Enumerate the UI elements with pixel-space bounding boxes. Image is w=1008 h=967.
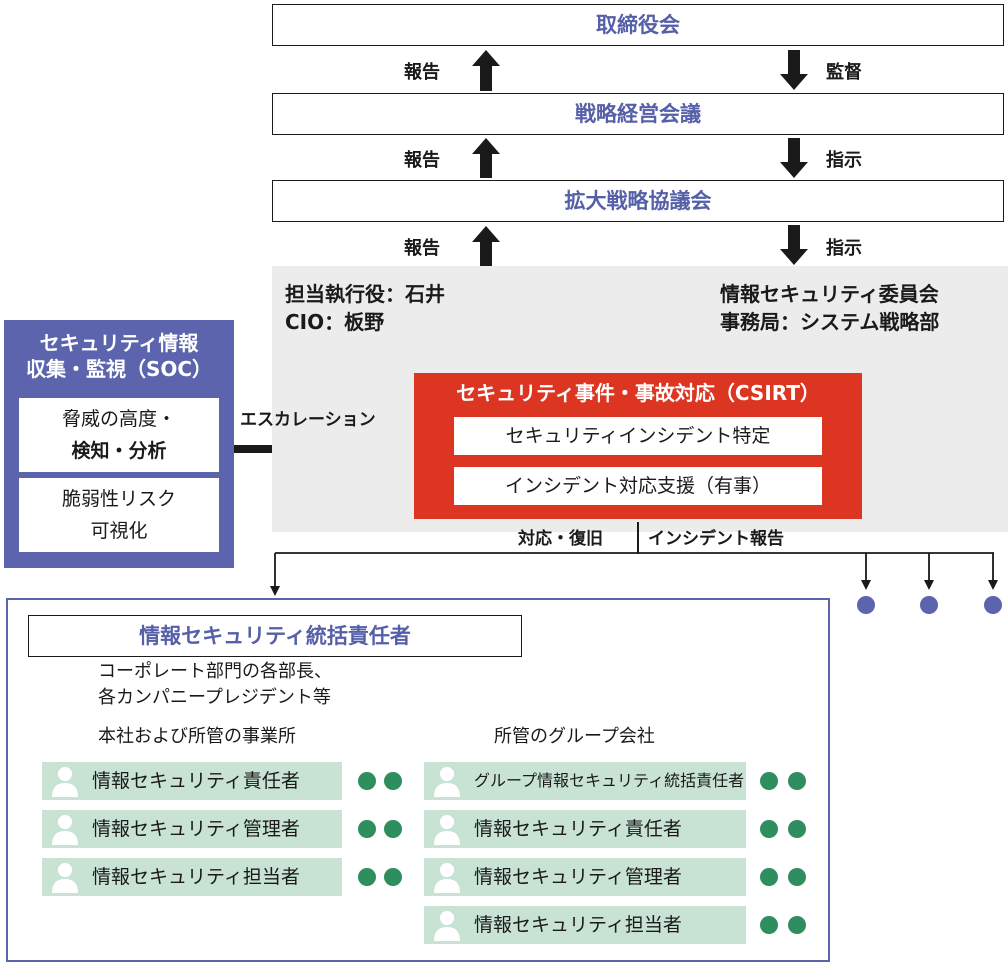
distribution-arrowheads [270, 580, 998, 596]
person-icon [434, 911, 460, 941]
csirt-incident-identification: セキュリティインシデント特定 [454, 417, 822, 455]
person-icon [434, 767, 460, 797]
chief-security-officer-box: 情報セキュリティ統括責任者 [28, 615, 522, 657]
hq-label: 本社および所管の事業所 [98, 726, 296, 747]
hq-role-security-administrator: 情報セキュリティ管理者 [42, 810, 342, 848]
up-arrow-1 [472, 50, 500, 91]
csirt-title: セキュリティ事件・事故対応（CSIRT） [456, 381, 820, 405]
direct-label-2: 指示 [826, 238, 862, 259]
soc-box: セキュリティ情報 収集・監視（SOC） 脅威の高度・ 検知・分析 脆弱性リスク … [4, 320, 234, 568]
role-label: グループ情報セキュリティ統括責任者 [474, 771, 745, 790]
member-dot [760, 868, 778, 886]
escalation-label: エスカレーション [240, 410, 376, 430]
committee-secretariat: 事務局：システム戦略部 [720, 310, 940, 334]
hq-role-security-staff: 情報セキュリティ担当者 [42, 858, 342, 896]
chief-description-line1: コーポレート部門の各部長、 [98, 661, 332, 682]
soc-vulnerability-visualization: 脆弱性リスク 可視化 [19, 478, 219, 552]
member-dot [788, 916, 806, 934]
up-arrow-3 [472, 226, 500, 266]
soc-threat-line2: 検知・分析 [71, 440, 167, 462]
member-dot [358, 772, 376, 790]
member-dot [760, 820, 778, 838]
person-icon [434, 863, 460, 893]
down-arrow-2 [780, 138, 808, 178]
response-recovery-label: 対応・復旧 [518, 529, 603, 549]
person-icon [52, 767, 78, 797]
person-icon [52, 863, 78, 893]
member-dot [760, 772, 778, 790]
hq-role-security-manager: 情報セキュリティ責任者 [42, 762, 342, 800]
cio-officer: CIO：板野 [285, 310, 385, 334]
group-role-security-administrator: 情報セキュリティ管理者 [424, 858, 746, 896]
strategy-meeting-box: 戦略経営会議 [272, 93, 1004, 135]
role-label: 情報セキュリティ担当者 [92, 866, 300, 888]
chief-description-line2: 各カンパニープレジデント等 [98, 687, 331, 708]
group-companies-label: 所管のグループ会社 [494, 726, 655, 747]
board-box: 取締役会 [272, 4, 1004, 46]
role-label: 情報セキュリティ責任者 [92, 770, 300, 792]
person-icon [434, 815, 460, 845]
member-dot [788, 772, 806, 790]
supervise-label: 監督 [826, 62, 862, 83]
person-icon [52, 815, 78, 845]
recipient-dot-2 [920, 596, 938, 614]
role-label: 情報セキュリティ管理者 [92, 818, 300, 840]
group-role-security-staff: 情報セキュリティ担当者 [424, 906, 746, 944]
member-dot [760, 916, 778, 934]
member-dot [384, 820, 402, 838]
member-dot [384, 772, 402, 790]
soc-threat-line1: 脅威の高度・ [61, 408, 176, 430]
distribution-lines [274, 552, 994, 588]
incident-report-label: インシデント報告 [648, 529, 784, 549]
role-label: 情報セキュリティ担当者 [474, 914, 682, 936]
report-label-2: 報告 [404, 150, 440, 171]
soc-vuln-line2: 可視化 [90, 520, 148, 542]
recipient-dot-3 [984, 596, 1002, 614]
soc-title: セキュリティ情報 収集・監視（SOC） [4, 330, 234, 382]
recipient-dot-1 [857, 596, 875, 614]
report-label-1: 報告 [404, 62, 440, 83]
member-dot [788, 868, 806, 886]
up-arrow-2 [472, 138, 500, 178]
expanded-council-box: 拡大戦略協議会 [272, 180, 1004, 222]
soc-vuln-line1: 脆弱性リスク [61, 488, 176, 510]
report-label-3: 報告 [404, 238, 440, 259]
role-label: 情報セキュリティ責任者 [474, 818, 682, 840]
response-separator [637, 522, 639, 554]
executive-officer: 担当執行役：石井 [285, 282, 445, 306]
group-role-security-manager: 情報セキュリティ責任者 [424, 810, 746, 848]
csirt-incident-support: インシデント対応支援（有事） [454, 467, 822, 505]
security-committee: 情報セキュリティ委員会 [720, 282, 939, 306]
member-dot [384, 868, 402, 886]
member-dot [358, 820, 376, 838]
down-arrow-3 [780, 225, 808, 265]
role-label: 情報セキュリティ管理者 [474, 866, 682, 888]
down-arrow-1 [780, 50, 808, 90]
group-role-chief-security-officer: グループ情報セキュリティ統括責任者 [424, 762, 746, 800]
direct-label-1: 指示 [826, 150, 862, 171]
soc-title-line2: 収集・監視（SOC） [25, 357, 213, 381]
member-dot [358, 868, 376, 886]
csirt-box: セキュリティ事件・事故対応（CSIRT） セキュリティインシデント特定 インシデ… [414, 373, 862, 519]
member-dot [788, 820, 806, 838]
soc-threat-detection: 脅威の高度・ 検知・分析 [19, 398, 219, 472]
soc-title-line1: セキュリティ情報 [39, 331, 199, 355]
